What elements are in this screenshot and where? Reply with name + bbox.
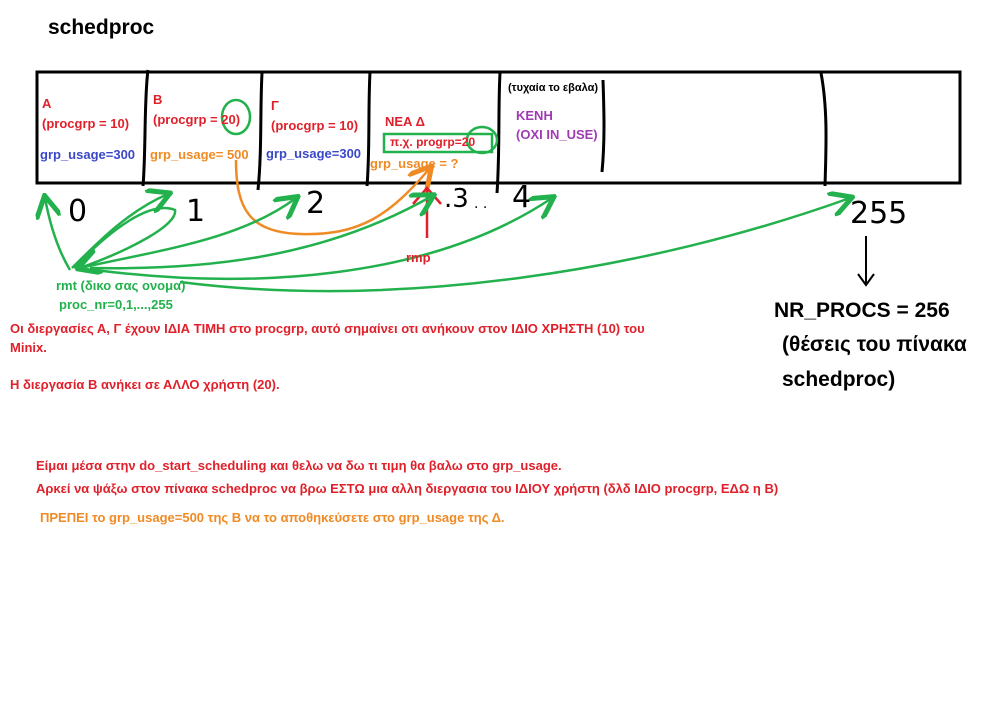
green-circle-b-procgrp [220,98,252,136]
cell-a-procgrp: (procgrp = 10) [42,116,130,131]
index-3-dots: . . [474,196,488,212]
note-search: Αρκεί να ψάξω στον πίνακα schedproc να β… [36,481,779,496]
cell-b-usage: grp_usage= 500 [150,147,249,162]
cell-d-name: ΝΕΑ Δ [385,114,425,129]
nr-procs-arrow-head [857,273,875,287]
note-must: ΠΡΕΠΕΙ το grp_usage=500 της Β να το αποθ… [40,510,505,525]
cell-e-name: ΚΕΝΗ [516,108,553,123]
proc-nr-label: proc_nr=0,1,...,255 [59,297,173,312]
index-4: 4 [512,180,532,215]
cell-e-note: (τυχαία το εβαλα) [508,82,599,94]
index-255: 255 [850,196,908,231]
rmp-label: rmp [406,250,431,265]
note-same-user-line1: Οι διεργασίες Α, Γ έχουν ΙΔΙΑ ΤΙΜΗ στο p… [10,321,645,336]
divider-2-3 [365,71,372,187]
table-positions-line1: (θέσεις του πίνακα [782,333,967,356]
nr-procs-label: NR_PROCS = 256 [774,299,950,322]
cell-b-name: B [153,92,163,107]
orange-copy-arrow [234,159,430,236]
divider-3-4 [495,72,502,194]
note-other-user: Η διεργασία Β ανήκει σε ΑΛΛΟ χρήστη (20)… [10,377,280,392]
rmt-arrows [45,194,850,293]
cell-e-status: (OXI IN_USE) [516,127,598,142]
green-circle-d-procgrp [465,125,499,155]
cell-d-procgrp: π.χ. progrp=20 [390,135,476,149]
table-positions-line2: schedproc) [782,368,896,391]
divider-0-1 [141,69,150,187]
divider-255 [819,72,828,187]
rmt-label: rmt (δικο σας ονομα) [56,278,186,293]
cell-d-usage: grp_usage = ? [370,156,459,171]
note-same-user-line2: Minix. [10,340,47,355]
index-0: 0 [68,194,88,229]
divider-4-5 [600,79,606,173]
index-3: .3 [444,184,469,214]
cell-a-name: A [42,96,52,111]
note-inside-func: Είμαι μέσα στην do_start_scheduling και … [36,458,562,473]
cell-c-name: Γ [271,98,279,113]
page-title: schedproc [48,16,155,39]
cell-b-procgrp: (procgrp = 20) [153,112,241,127]
index-1: 1 [186,194,206,229]
cell-a-usage: grp_usage=300 [40,147,136,162]
divider-1-2 [256,72,264,191]
index-2: 2 [306,186,326,221]
cell-c-usage: grp_usage=300 [266,146,362,161]
cell-c-procgrp: (procgrp = 10) [271,118,359,133]
green-box-d-procgrp [382,132,494,154]
